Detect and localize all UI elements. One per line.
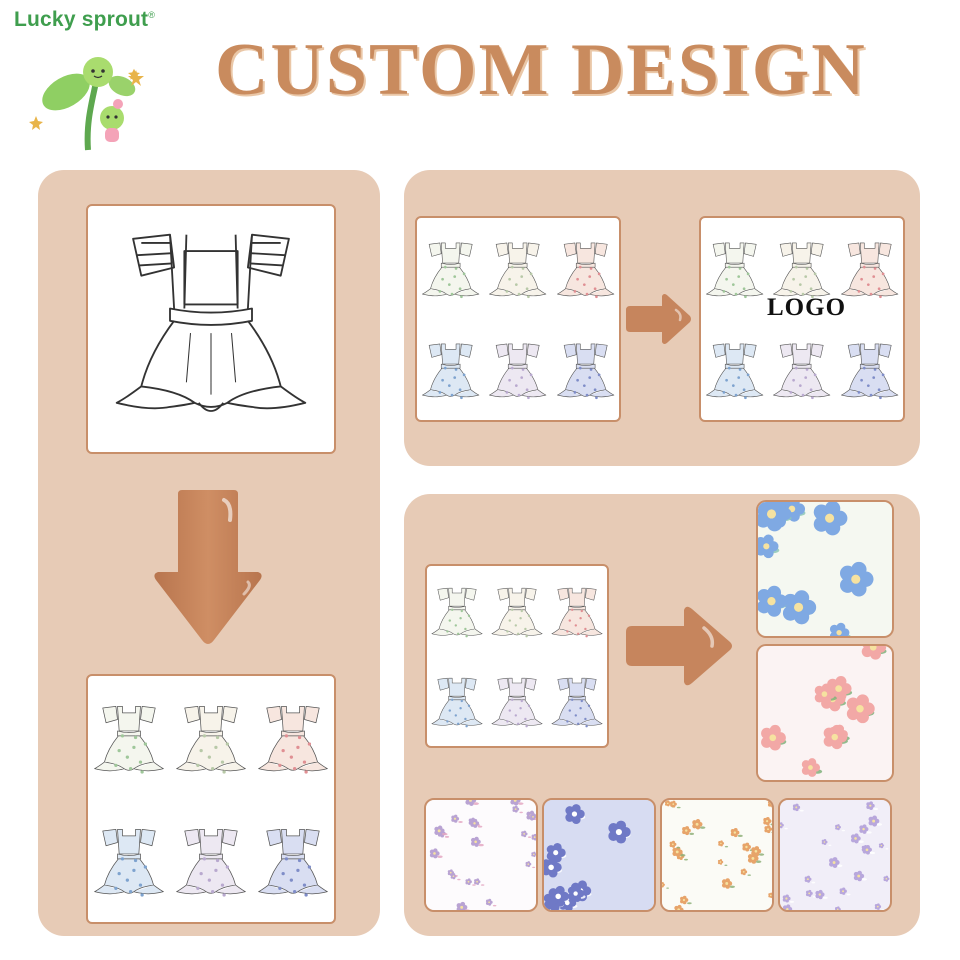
fabric-swatch bbox=[778, 798, 892, 912]
blue-flower-fabric bbox=[758, 502, 892, 636]
romper-cream-floral bbox=[489, 242, 547, 299]
garment-grid bbox=[701, 218, 903, 420]
romper-lilac-floral bbox=[773, 343, 831, 400]
romper-pink-floral bbox=[840, 242, 898, 299]
colorway-card-large bbox=[86, 674, 336, 924]
colorway-card-fabric bbox=[425, 564, 609, 748]
romper-purple-floral bbox=[258, 828, 328, 897]
romper-cream-floral bbox=[773, 242, 831, 299]
romper-lilac-floral bbox=[176, 828, 246, 897]
sprout-mascot-icon bbox=[29, 57, 140, 151]
romper-blue-floral bbox=[94, 828, 164, 897]
fabric-swatch bbox=[660, 798, 774, 912]
right-arrow-icon bbox=[626, 294, 691, 344]
pink-flower-fabric bbox=[758, 646, 892, 780]
romper-cream-floral bbox=[176, 705, 246, 774]
romper-sketch bbox=[115, 233, 307, 412]
romper-blue-floral bbox=[431, 677, 483, 728]
romper-pink-floral bbox=[258, 705, 328, 774]
colorway-card-with-logo: LOGO bbox=[699, 216, 905, 422]
romper-purple-floral bbox=[840, 343, 898, 400]
romper-lilac-floral bbox=[491, 677, 543, 728]
page-title: CUSTOM DESIGN bbox=[215, 29, 867, 111]
star-icon bbox=[128, 70, 144, 86]
brand-name: Lucky sprout® bbox=[14, 8, 156, 31]
down-arrow-icon bbox=[154, 490, 262, 644]
periwinkle-floral-fabric bbox=[544, 800, 654, 910]
logo-overlay: LOGO bbox=[767, 294, 847, 321]
romper-white-floral bbox=[431, 587, 483, 638]
garment-grid bbox=[88, 676, 334, 922]
lilac-ditsy-fabric bbox=[426, 800, 536, 910]
romper-pink-floral bbox=[551, 587, 603, 638]
romper-white-floral bbox=[422, 242, 480, 299]
fabric-swatch bbox=[424, 798, 538, 912]
fabric-swatch bbox=[756, 644, 894, 782]
romper-cream-floral bbox=[491, 587, 543, 638]
romper-blue-floral bbox=[706, 343, 764, 400]
romper-white-floral bbox=[94, 705, 164, 774]
fabric-swatch bbox=[542, 798, 656, 912]
romper-blue-floral bbox=[422, 343, 480, 400]
romper-purple-floral bbox=[551, 677, 603, 728]
cherry-ditsy-fabric bbox=[662, 800, 772, 910]
romper-purple-floral bbox=[556, 343, 614, 400]
romper-white-floral bbox=[706, 242, 764, 299]
romper-pink-floral bbox=[556, 242, 614, 299]
right-arrow-icon bbox=[626, 606, 732, 686]
romper-lilac-floral bbox=[489, 343, 547, 400]
colorway-card-before-logo bbox=[415, 216, 621, 422]
garment-grid bbox=[427, 566, 607, 746]
sketch-card bbox=[86, 204, 336, 454]
garment-grid bbox=[417, 218, 619, 420]
lavender-floral-fabric bbox=[780, 800, 890, 910]
fabric-swatch bbox=[756, 500, 894, 638]
